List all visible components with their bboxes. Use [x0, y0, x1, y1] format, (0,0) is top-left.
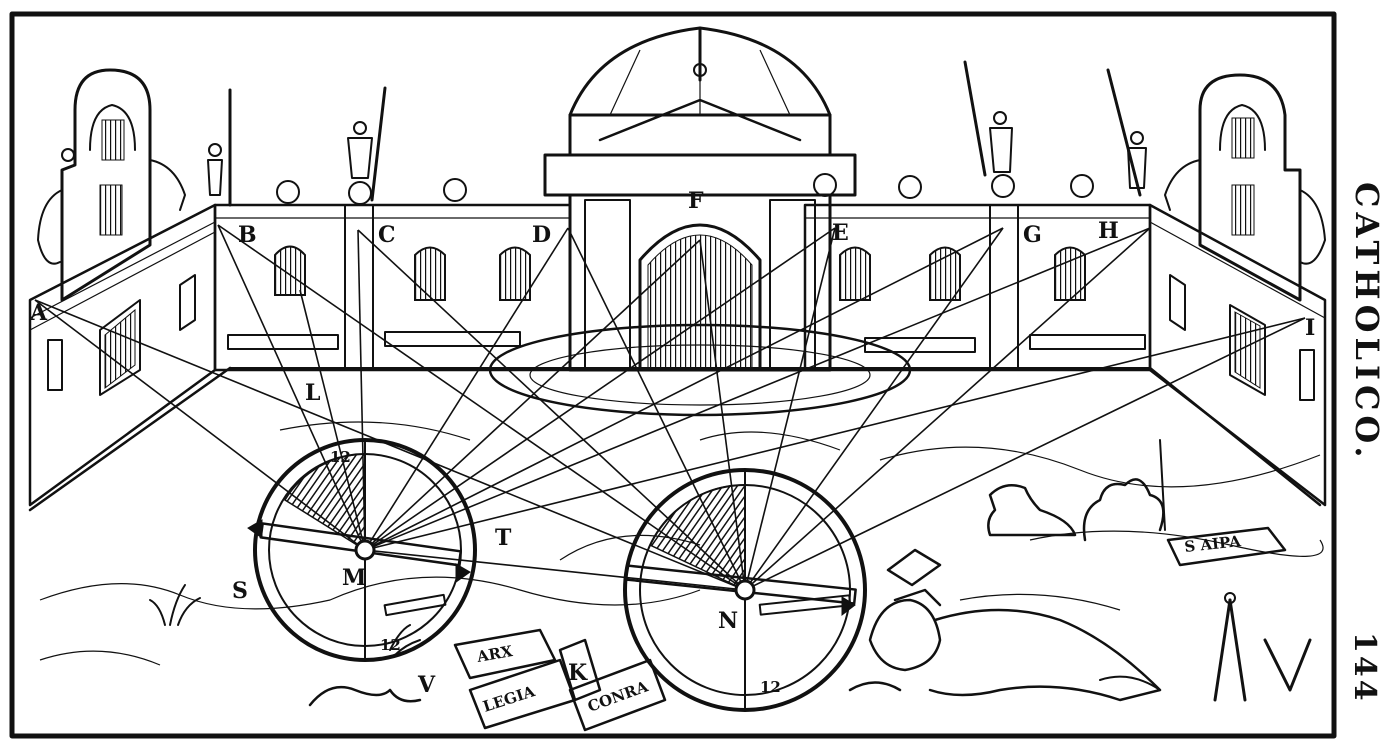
running-head: CATHOLICO.	[1348, 182, 1386, 463]
banner-legia: LEGIA	[481, 682, 538, 716]
banner-arx: ARX	[475, 642, 515, 666]
label-d: D	[532, 222, 551, 248]
dog	[987, 483, 1077, 537]
label-i: I	[1305, 315, 1315, 341]
image-frame	[9, 11, 1337, 739]
label-f: F	[688, 188, 704, 214]
left-wall	[28, 203, 217, 507]
banners	[308, 526, 1287, 732]
left-tower	[37, 68, 186, 302]
point-labels: A B C D F E G H I L M N S T V	[29, 188, 1315, 698]
label-h: H	[1098, 218, 1119, 244]
label-a: A	[29, 300, 48, 326]
dial-marks: 12 12 12	[330, 448, 781, 696]
back-wall	[213, 173, 1152, 372]
label-v: V	[417, 672, 436, 698]
book	[886, 548, 942, 587]
label-n: N	[718, 608, 738, 634]
label-c: C	[378, 222, 396, 248]
dial-n-mark-bottom: 12	[760, 678, 781, 696]
label-s: S	[232, 578, 248, 604]
label-e: E	[832, 220, 849, 246]
dial-m	[247, 438, 477, 662]
label-l: L	[305, 380, 320, 406]
central-rotunda	[488, 26, 912, 417]
wall-figures	[207, 60, 1147, 207]
right-tower	[1164, 73, 1326, 302]
bush	[1082, 439, 1166, 542]
sight-rays-m	[34, 224, 1306, 551]
label-t: T	[495, 525, 512, 551]
compass-tool	[1213, 592, 1312, 702]
dial-n	[623, 468, 867, 712]
banner-k: K	[568, 660, 588, 686]
label-m: M	[342, 565, 366, 591]
label-b: B	[238, 222, 257, 248]
dial-m-mark-bottom: 12	[380, 636, 401, 654]
reclining-figure	[848, 588, 1162, 702]
label-g: G	[1023, 222, 1042, 248]
grass-tufts	[149, 584, 421, 656]
page-number: 144	[1347, 632, 1382, 704]
dial-m-mark-top: 12	[330, 448, 351, 466]
banner-saipa: S AIPA	[1184, 532, 1242, 556]
